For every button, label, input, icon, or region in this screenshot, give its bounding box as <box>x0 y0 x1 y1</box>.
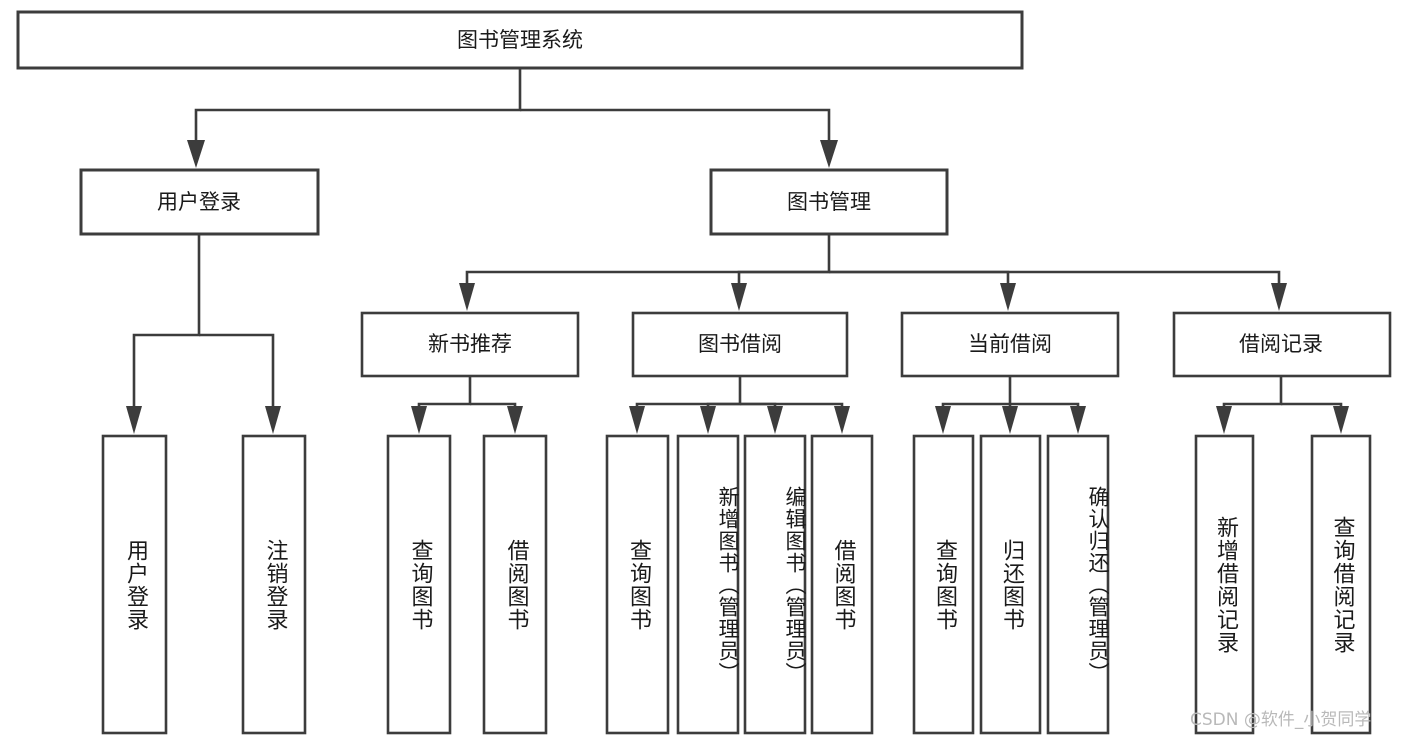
leaf-box-add-book <box>676 434 740 735</box>
arrow-head-icon <box>935 406 951 434</box>
arrow-head-icon <box>411 406 427 434</box>
node-borrow-record[interactable]: 借阅记录 <box>1172 311 1392 378</box>
connector-book-borrow-to-leaves <box>629 376 850 434</box>
arrow-head-icon <box>820 140 838 168</box>
leaf-box-confirm-return <box>1046 434 1110 735</box>
connector-user-login-to-leaves <box>126 234 281 434</box>
node-book-manage-label: 图书管理 <box>787 190 871 214</box>
leaf-box-edit-book <box>743 434 807 735</box>
leaf-box-query-book-c <box>912 434 975 735</box>
arrow-head-icon <box>1000 283 1016 311</box>
node-book-manage[interactable]: 图书管理 <box>709 168 949 236</box>
node-user-login-label: 用户登录 <box>157 190 241 214</box>
arrow-head-icon <box>731 283 747 311</box>
node-current-borrow[interactable]: 当前借阅 <box>900 311 1120 378</box>
node-new-book-recommend[interactable]: 新书推荐 <box>360 311 580 378</box>
leaf-box-add-record <box>1194 434 1255 735</box>
leaf-box-borrow-book-b <box>810 434 874 735</box>
arrow-head-icon <box>187 140 205 168</box>
connector-book-manage-to-level3 <box>459 234 1287 311</box>
node-book-borrow-label: 图书借阅 <box>698 332 782 356</box>
connector-current-borrow-to-leaves <box>935 376 1086 434</box>
arrow-head-icon <box>1070 406 1086 434</box>
arrow-head-icon <box>767 406 783 434</box>
arrow-head-icon <box>1333 406 1349 434</box>
leaf-box-user-login <box>101 434 168 735</box>
leaf-box-user-logout <box>241 434 307 735</box>
node-new-book-recommend-label: 新书推荐 <box>428 332 512 356</box>
leaf-boxes <box>101 434 1372 735</box>
leaf-box-query-book-a <box>386 434 452 735</box>
leaf-box-query-book-b <box>605 434 670 735</box>
node-borrow-record-label: 借阅记录 <box>1239 332 1323 356</box>
arrow-head-icon <box>1271 283 1287 311</box>
arrow-head-icon <box>700 406 716 434</box>
connector-root-to-level2 <box>187 68 838 168</box>
arrow-head-icon <box>507 406 523 434</box>
leaf-box-query-record <box>1310 434 1372 735</box>
arrow-head-icon <box>265 406 281 434</box>
leaf-box-return-book <box>979 434 1042 735</box>
node-book-borrow[interactable]: 图书借阅 <box>631 311 849 378</box>
arrow-head-icon <box>459 283 475 311</box>
arrow-head-icon <box>629 406 645 434</box>
arrow-head-icon <box>1216 406 1232 434</box>
node-user-login[interactable]: 用户登录 <box>79 168 320 236</box>
watermark-text: CSDN @软件_小贺同学 <box>1190 710 1372 730</box>
connector-borrow-record-to-leaves <box>1216 376 1349 434</box>
node-root[interactable]: 图书管理系统 <box>16 10 1024 70</box>
arrow-head-icon <box>1002 406 1018 434</box>
connector-new-book-recommend-to-leaves <box>411 376 523 434</box>
leaf-box-borrow-book-a <box>482 434 548 735</box>
arrow-head-icon <box>126 406 142 434</box>
node-root-label: 图书管理系统 <box>457 28 583 52</box>
arrow-head-icon <box>834 406 850 434</box>
node-current-borrow-label: 当前借阅 <box>968 332 1052 356</box>
